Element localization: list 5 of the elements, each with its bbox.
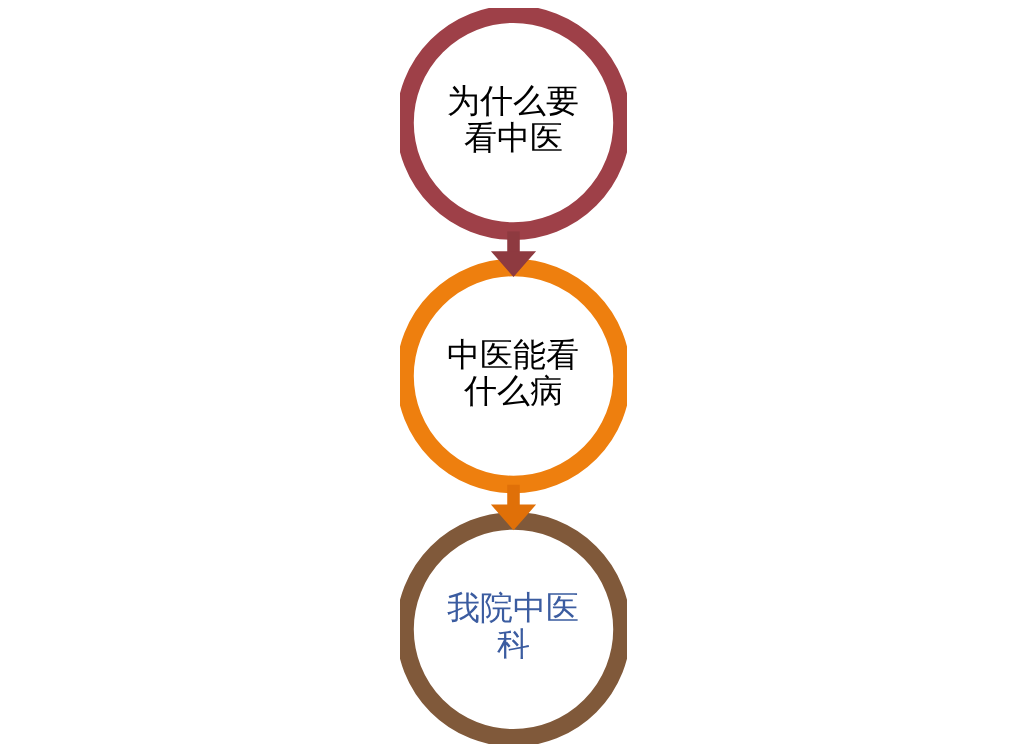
arrow: [490, 484, 536, 531]
node-circle: 我院中医科: [399, 512, 627, 744]
arrow: [490, 231, 536, 277]
node-circle: 中医能看什么病: [399, 258, 627, 494]
node-circle: 为什么要看中医: [399, 8, 627, 240]
